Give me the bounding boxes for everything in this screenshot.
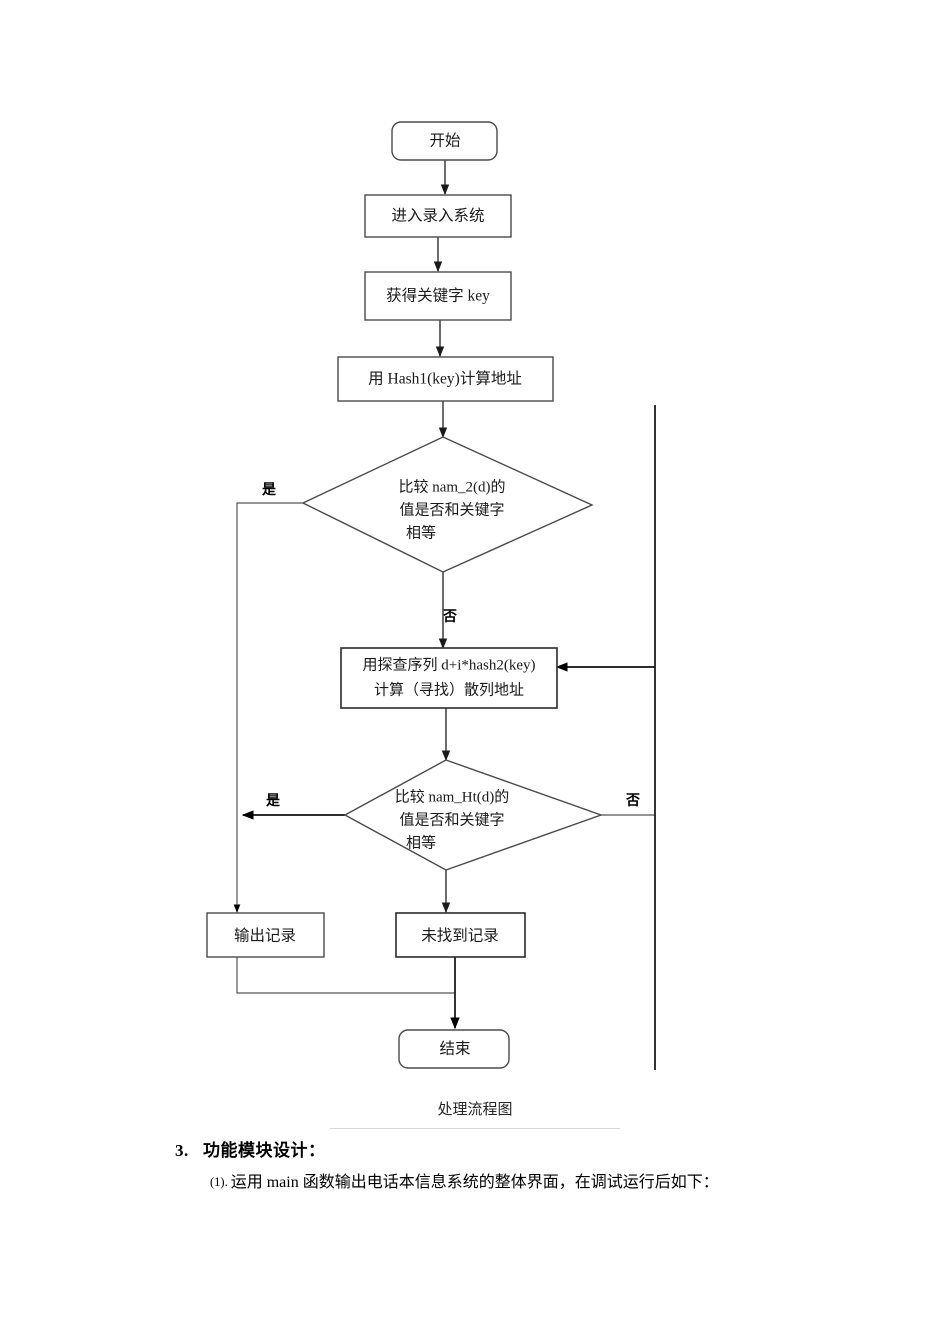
section-number: 3. (175, 1141, 189, 1160)
node-compare-nam2-line3: 相等 (406, 523, 436, 541)
section-item-1: (1).运用 main 函数输出电话本信息系统的整体界面，在调试运行后如下： (210, 1168, 719, 1192)
node-enter-system-label: 进入录入系统 (391, 207, 484, 225)
section-title: 功能模块设计： (203, 1141, 326, 1160)
node-enter-system: 进入录入系统 (364, 194, 512, 238)
node-hash1: 用 Hash1(key)计算地址 (337, 356, 554, 402)
section-item-1-index: (1). (210, 1175, 228, 1189)
figure-caption: 处理流程图 (437, 1102, 513, 1118)
node-output-record-label: 输出记录 (234, 927, 296, 945)
node-compare-namht: 比较 nam_Ht(d)的 值是否和关键字 相等 (343, 759, 604, 871)
node-compare-nam2-line1: 比较 nam_2(d)的 (398, 477, 505, 495)
branch-label-no-2: 否 (625, 792, 640, 808)
node-compare-nam2: 比较 nam_2(d)的 值是否和关键字 相等 (301, 436, 594, 573)
node-get-key-label: 获得关键字 key (386, 287, 490, 305)
node-end-label: 结束 (439, 1040, 470, 1058)
branch-label-no-1: 否 (442, 608, 457, 624)
branch-label-yes-1: 是 (262, 481, 277, 497)
node-start: 开始 (391, 121, 498, 161)
node-start-label: 开始 (429, 132, 461, 150)
node-compare-namht-line1: 比较 nam_Ht(d)的 (395, 787, 510, 805)
node-compare-namht-line3: 相等 (406, 833, 436, 851)
caption-divider (330, 1128, 620, 1129)
node-not-found-record: 未找到记录 (395, 912, 526, 958)
edge-output-to-join (236, 957, 455, 994)
edge-cmp1-yes-to-output (233, 502, 303, 913)
section-item-1-text: 运用 main 函数输出电话本信息系统的整体界面，在调试运行后如下： (230, 1174, 719, 1191)
node-probe-sequence: 用探查序列 d+i*hash2(key) 计算（寻找）散列地址 (340, 647, 558, 709)
node-compare-nam2-line2: 值是否和关键字 (399, 501, 504, 518)
node-end: 结束 (398, 1029, 510, 1069)
node-probe-sequence-line1: 用探查序列 d+i*hash2(key) (362, 656, 535, 673)
node-output-record: 输出记录 (206, 912, 325, 958)
node-get-key: 获得关键字 key (364, 271, 512, 321)
process-flowchart: 开始 进入录入系统 获得关键字 key 用 Hash1(key)计算地址 比较 … (206, 121, 656, 1070)
node-compare-namht-line2: 值是否和关键字 (399, 811, 504, 828)
branch-label-yes-2: 是 (266, 792, 281, 808)
section-heading: 3. 功能模块设计： (175, 1136, 326, 1161)
node-not-found-record-label: 未找到记录 (421, 927, 499, 945)
node-hash1-label: 用 Hash1(key)计算地址 (368, 369, 522, 388)
node-probe-sequence-line2: 计算（寻找）散列地址 (374, 680, 524, 698)
